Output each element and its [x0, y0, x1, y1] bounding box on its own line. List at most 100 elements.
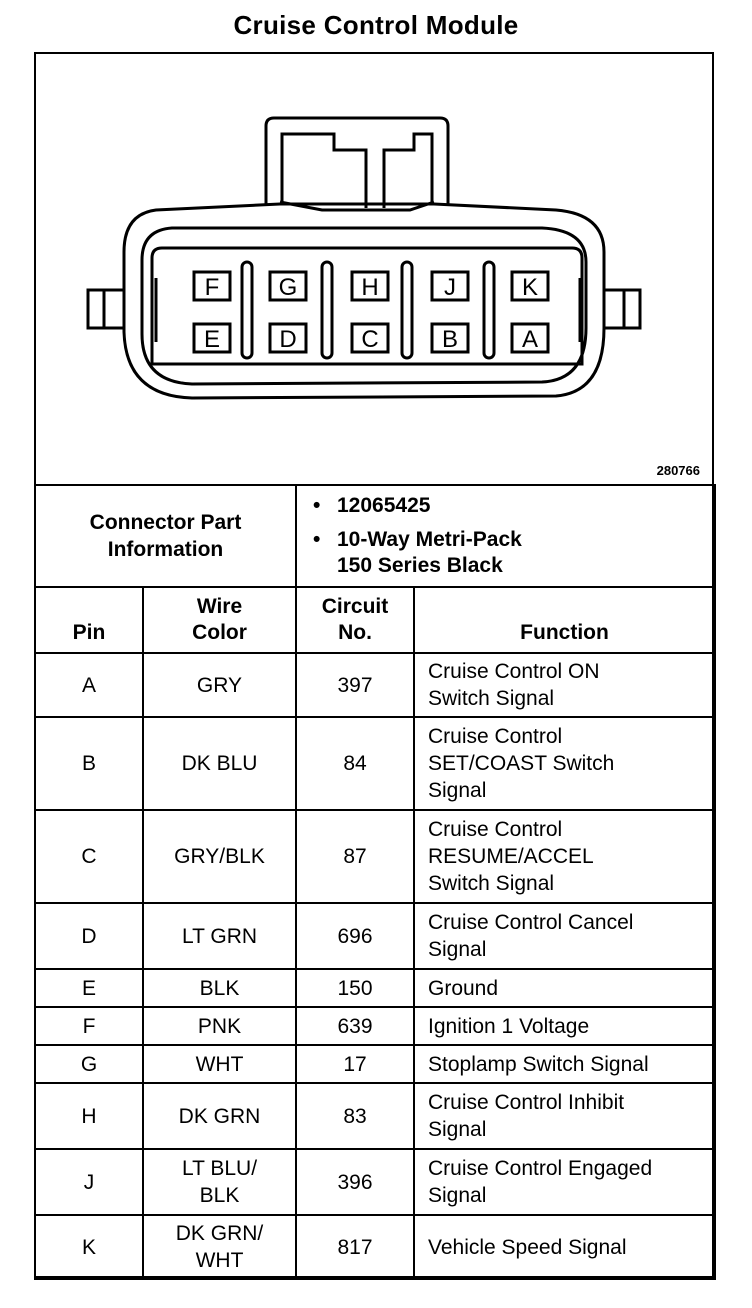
function-line: RESUME/ACCEL	[428, 845, 594, 868]
pin-cell: E	[34, 968, 144, 1008]
wire-color-line: DK GRN	[178, 1104, 261, 1128]
description-line2: 150 Series Black	[337, 554, 503, 577]
circuit-value: 84	[343, 752, 367, 775]
pin-label-E: E	[204, 326, 220, 353]
pin-value: D	[81, 924, 97, 948]
wire-color-line: LT BLU/	[181, 1157, 258, 1180]
circuit-value: 150	[337, 976, 373, 1000]
function-line: Cruise Control	[428, 818, 563, 841]
tab-right	[604, 288, 642, 330]
part-number-item: •12065425	[313, 493, 714, 519]
table-header-row: Pin Wire Color Circuit No. Function	[34, 586, 717, 654]
pin-cell: G	[34, 1044, 144, 1084]
circuit-cell: 83	[295, 1082, 415, 1150]
pin-label-H: H	[361, 274, 378, 301]
connector-housing	[86, 116, 642, 400]
header-circuit: Circuit No.	[295, 586, 415, 654]
connector-info-row: Connector Part Information •12065425 • 10…	[34, 484, 717, 588]
pin-value: C	[81, 845, 97, 868]
function-line: SET/COAST Switch	[428, 752, 615, 775]
wire-color-line: BLK	[199, 1184, 240, 1207]
pin-label-A: A	[522, 326, 538, 353]
function-line: Switch Signal	[428, 872, 555, 895]
tab-left	[86, 288, 124, 330]
pin-box-B	[430, 322, 470, 354]
circuit-cell: 397	[295, 652, 415, 718]
header-wire-color-line2: Color	[192, 621, 247, 644]
function-line: Signal	[428, 1118, 487, 1141]
pin-cell: H	[34, 1082, 144, 1150]
circuit-cell: 817	[295, 1214, 415, 1280]
pin-label-K: K	[522, 274, 538, 301]
wire-color-line: WHT	[195, 1052, 244, 1076]
function-line: Cruise Control	[428, 725, 563, 748]
reference-number: 280766	[656, 463, 700, 478]
pin-cell: A	[34, 652, 144, 718]
circuit-value: 696	[337, 924, 373, 948]
pin-box-C	[350, 322, 390, 354]
wire-color-line: LT GRN	[181, 924, 258, 948]
pin-value: A	[81, 673, 96, 697]
pin-letters: F G H J K E D C B A	[204, 274, 538, 353]
header-circuit-line2: No.	[338, 621, 372, 644]
function-line: Stoplamp Switch Signal	[428, 1052, 649, 1076]
wire-color-line: PNK	[197, 1014, 242, 1038]
bullet-icon: •	[313, 528, 321, 551]
pin-label-B: B	[442, 326, 458, 353]
function-line: Signal	[428, 1184, 487, 1207]
header-function-label: Function	[520, 621, 609, 644]
pin-box-D	[268, 322, 308, 354]
wire-color-cell: DK BLU	[142, 716, 297, 811]
pin-label-J: J	[444, 274, 456, 301]
header-pin-label: Pin	[72, 621, 106, 644]
function-cell: Stoplamp Switch Signal	[412, 1044, 717, 1084]
circuit-cell: 150	[295, 968, 415, 1008]
pin-box-F	[192, 270, 232, 302]
pin-label-F: F	[205, 274, 220, 301]
header-circuit-line1: Circuit	[321, 595, 389, 618]
wire-color-line: BLK	[199, 976, 240, 1000]
connector-face-svg: F G H J K E D C B A	[86, 116, 642, 400]
wire-color-cell: LT GRN	[142, 902, 297, 970]
circuit-value: 396	[337, 1170, 373, 1194]
header-wire-color-line1: Wire	[196, 595, 243, 618]
pin-box-E	[192, 322, 232, 354]
wire-color-line: WHT	[195, 1249, 244, 1272]
circuit-cell: 17	[295, 1044, 415, 1084]
pin-cell: B	[34, 716, 144, 811]
pin-value: J	[83, 1170, 95, 1194]
wire-color-cell: DK GRN	[142, 1082, 297, 1150]
pin-cell: D	[34, 902, 144, 970]
circuit-value: 17	[343, 1052, 367, 1076]
rib-2	[320, 260, 334, 360]
table-row: E BLK 150 Ground	[34, 968, 717, 1008]
description-item: • 10-Way Metri-Pack	[313, 527, 714, 553]
wire-color-cell: WHT	[142, 1044, 297, 1084]
wire-color-cell: BLK	[142, 968, 297, 1008]
rib-3	[400, 260, 414, 360]
function-line: Signal	[428, 938, 487, 961]
circuit-value: 87	[343, 845, 367, 868]
connector-diagram: F G H J K E D C B A 280766	[34, 52, 714, 484]
connector-info-label: Connector Part Information	[34, 484, 297, 588]
latch-outer	[264, 116, 450, 204]
function-line: Ground	[428, 976, 499, 1000]
function-line: Signal	[428, 779, 487, 802]
pin-value: G	[80, 1052, 98, 1076]
circuit-value: 639	[337, 1014, 373, 1038]
table-row: G WHT 17 Stoplamp Switch Signal	[34, 1044, 717, 1084]
wire-color-cell: GRY/BLK	[142, 809, 297, 904]
function-line: Ignition 1 Voltage	[428, 1014, 590, 1038]
wire-color-line: GRY	[196, 673, 243, 697]
description-line1: 10-Way Metri-Pack	[337, 528, 522, 551]
function-line: Switch Signal	[428, 687, 555, 710]
header-wire-color: Wire Color	[142, 586, 297, 654]
pin-box-J	[430, 270, 470, 302]
